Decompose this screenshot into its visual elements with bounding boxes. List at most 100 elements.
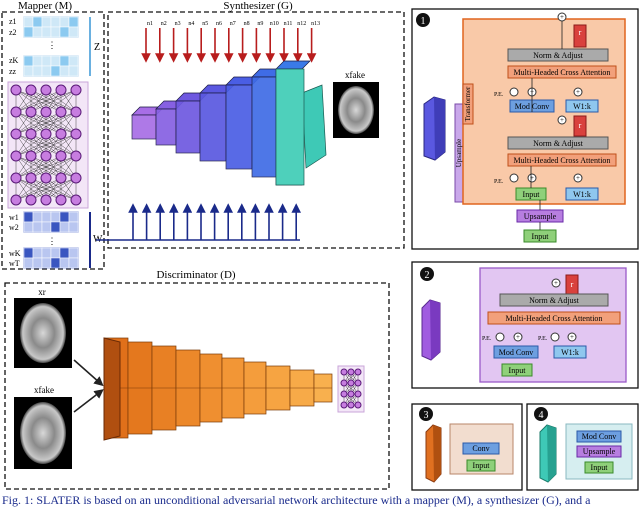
vector-cell <box>68 16 79 28</box>
panel-2-attention-block: 2 + r Norm & Adjust Multi-Headed Cross A… <box>411 261 639 389</box>
vector-cell <box>41 257 52 269</box>
mlp-node <box>55 150 67 162</box>
w-top-sum-node <box>573 87 583 97</box>
mid-sum-node <box>557 115 567 125</box>
vector-cell <box>68 211 79 223</box>
synth-block-last <box>275 68 305 186</box>
norm-adjust-top <box>507 48 609 62</box>
transformer-label: Transformer <box>464 86 472 121</box>
synthesizer-blocks <box>131 60 327 186</box>
panel-1-transformer-block: 1 Upsample Transformer + r Norm & Adjust… <box>411 8 639 250</box>
noise-label: n9 <box>257 21 263 27</box>
vector-cell <box>41 26 52 38</box>
noise-label: n10 <box>270 21 279 27</box>
xr-label: xr <box>38 287 46 297</box>
noise-mid-symbol: r <box>579 121 582 130</box>
mhca-top <box>507 65 617 79</box>
mlp-edge <box>15 155 47 179</box>
noise-label: n8 <box>244 21 250 27</box>
mlp-node <box>10 172 22 184</box>
mlp-edge <box>15 89 62 113</box>
vector-cell <box>41 65 52 77</box>
vector-cell <box>23 257 34 269</box>
pe-bottom-sum-node <box>527 173 537 183</box>
vector-cell <box>32 211 43 223</box>
w-ellipsis: ⋮ <box>48 236 57 246</box>
mlp-node <box>40 194 52 206</box>
panel-2-background <box>479 267 627 383</box>
mlp-node <box>10 106 22 118</box>
synthesizer-border <box>107 11 405 249</box>
synth-block-top <box>275 60 311 70</box>
p2-norm-adjust-label: Norm & Adjust <box>529 296 580 305</box>
vector-cell <box>68 55 79 67</box>
vector-cell <box>50 257 61 269</box>
vector-cell <box>41 16 52 28</box>
vector-cell <box>23 247 34 259</box>
pe-top-wave-icon <box>509 87 519 97</box>
upsample-label: Upsample <box>524 212 557 221</box>
disc-mlp-node <box>347 390 355 398</box>
p2-pe2-wave-icon <box>550 332 560 342</box>
mlp-edge <box>30 177 77 201</box>
vector-cell <box>41 55 52 67</box>
zz-label: zz <box>9 67 17 76</box>
mlp-node <box>70 194 82 206</box>
mlp-edge <box>15 155 62 179</box>
panel-1-block-side <box>434 97 445 160</box>
mlp-background <box>7 81 89 209</box>
p2-pe2-sum-symbol: + <box>570 333 574 341</box>
w2-label: w2 <box>9 223 19 232</box>
p3-input <box>466 459 496 472</box>
transformer-side-bar <box>462 83 474 125</box>
p4-input-label: Input <box>591 463 609 472</box>
z1-label: z1 <box>9 17 17 26</box>
vector-cell <box>59 55 70 67</box>
input-mid-label: Input <box>523 190 541 199</box>
mlp-node <box>25 84 37 96</box>
mlp-node <box>25 128 37 140</box>
mlp-edge <box>15 111 47 135</box>
mlp-node <box>70 84 82 96</box>
mlp-node <box>40 172 52 184</box>
mlp-node <box>25 150 37 162</box>
vector-cell <box>68 65 79 77</box>
panel-1-border <box>411 8 639 250</box>
vector-cell <box>59 211 70 223</box>
discriminator-section: Discriminator (D) xr xfake <box>4 269 390 490</box>
pe-bottom-sum-symbol: + <box>530 174 534 182</box>
noise-label: n3 <box>175 21 181 27</box>
synth-block-front <box>225 84 253 170</box>
vector-cell <box>32 16 43 28</box>
mlp-node <box>55 194 67 206</box>
disc-mlp-node <box>354 401 362 409</box>
mlp-node <box>70 128 82 140</box>
wk-bottom-label: W1:k <box>573 190 591 199</box>
vector-cell <box>32 65 43 77</box>
w1-label: w1 <box>9 213 19 222</box>
mlp-node <box>10 84 22 96</box>
pe-bottom-label: P.E. <box>494 179 504 185</box>
mapper-border <box>1 11 105 270</box>
mlp-node <box>40 128 52 140</box>
vector-cell <box>59 257 70 269</box>
p2-pe2-label: P.E. <box>538 336 548 342</box>
p2-top-sum-node <box>551 278 561 288</box>
vector-cell <box>50 221 61 233</box>
mlp-edge <box>15 177 62 201</box>
p2-wk-label: W1:k <box>561 348 579 357</box>
noise-label: n6 <box>216 21 222 27</box>
mid-sum-symbol: + <box>560 116 564 124</box>
discriminator-head <box>337 365 365 413</box>
disc-mlp-node <box>340 401 348 409</box>
mapper-section: Mapper (M) z1 z2 zK zz ⋮ Z w1 w2 wK wT ⋮… <box>1 0 105 270</box>
panel-2-block-side <box>430 300 440 360</box>
noise-label: n4 <box>188 21 194 27</box>
wt-label: wT <box>9 259 20 268</box>
mlp-edge <box>15 111 77 135</box>
mlp-node <box>25 172 37 184</box>
p2-wk <box>553 345 587 359</box>
vector-cell <box>32 55 43 67</box>
